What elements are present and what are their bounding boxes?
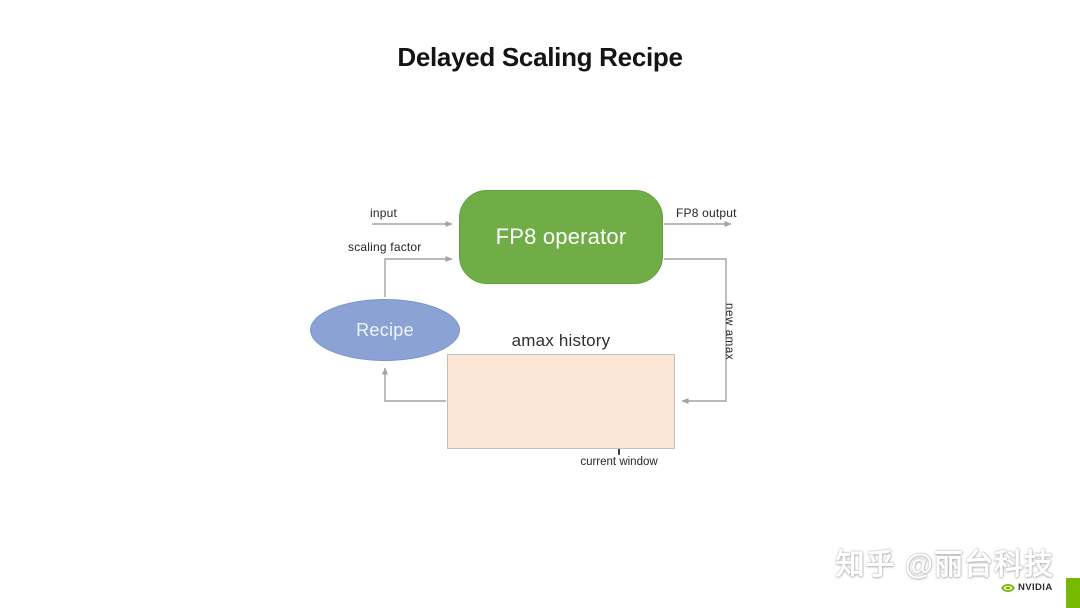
- recipe-label: Recipe: [356, 319, 414, 340]
- new-amax-label: new amax: [723, 303, 735, 361]
- current-window-label: current window: [580, 456, 658, 468]
- fp8-output-label: FP8 output: [676, 206, 737, 220]
- page-title: Delayed Scaling Recipe: [397, 42, 683, 72]
- input-label: input: [370, 206, 398, 220]
- watermark-text: 知乎 @丽台科技: [835, 549, 1054, 581]
- nvidia-branding: NVIDIA: [1001, 582, 1053, 593]
- scaling-factor-label: scaling factor: [348, 240, 422, 254]
- edge-scaling-factor: [384, 256, 453, 297]
- amax-history-box: [447, 354, 675, 449]
- recipe-node: Recipe: [310, 299, 460, 361]
- edge-history-to-recipe: [382, 367, 446, 402]
- green-accent-bar: [1066, 578, 1080, 608]
- amax-history-title: amax history: [511, 331, 611, 350]
- fp8-operator-node: FP8 operator: [459, 190, 663, 284]
- nvidia-logo-icon: [1001, 583, 1015, 592]
- fp8-operator-label: FP8 operator: [495, 224, 627, 249]
- nvidia-label: NVIDIA: [1018, 582, 1053, 593]
